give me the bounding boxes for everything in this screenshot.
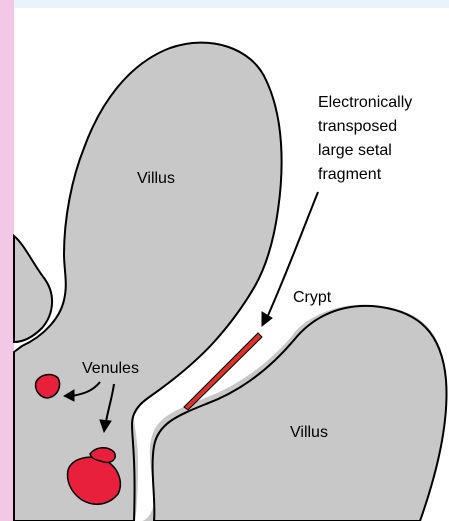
label-fragment-line3: large setal	[318, 142, 392, 159]
left-border-strip	[0, 0, 14, 521]
label-fragment-line1: Electronically	[318, 94, 412, 111]
top-border-strip	[14, 0, 449, 8]
label-villus-lower: Villus	[290, 424, 328, 441]
label-villus-upper: Villus	[137, 170, 175, 187]
label-fragment-line2: transposed	[318, 118, 397, 135]
label-fragment-line4: fragment	[318, 166, 382, 183]
venule-small	[36, 375, 60, 398]
arrowhead-fragment-icon	[262, 312, 272, 326]
label-venules: Venules	[82, 360, 139, 377]
left-tissue-lobe	[14, 236, 52, 342]
label-crypt: Crypt	[293, 289, 332, 306]
